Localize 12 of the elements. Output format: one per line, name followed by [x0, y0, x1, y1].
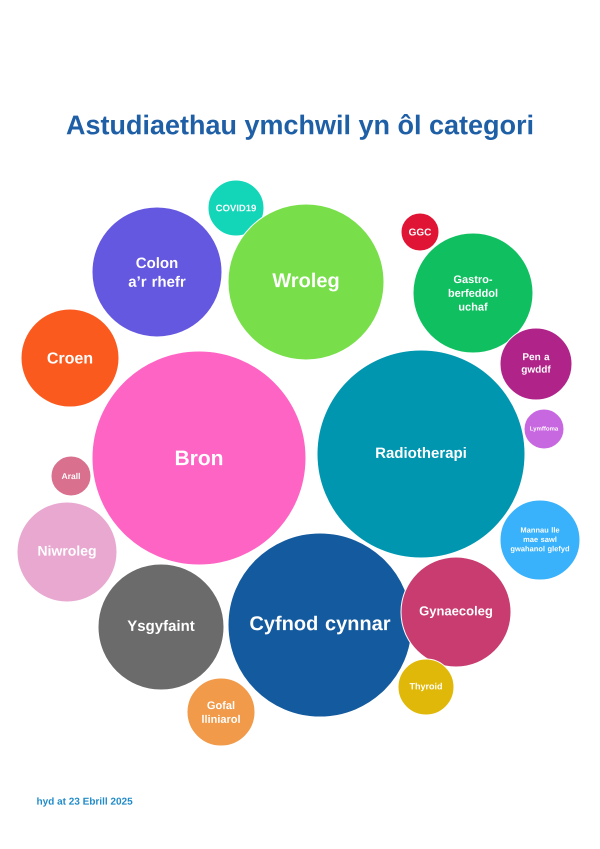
category-bubble: Ysgyfaint [98, 564, 224, 690]
category-bubble: Gynaecoleg [400, 556, 512, 668]
category-bubble: COVID19 [208, 180, 264, 236]
category-bubble: Thyroid [398, 658, 454, 716]
category-bubble: GGC [400, 212, 440, 252]
date-note: hyd at 23 Ebrill 2025 [37, 797, 132, 807]
category-bubble: Arall [50, 456, 92, 496]
category-bubble: Croen [20, 308, 120, 408]
category-bubble: Gofal lliniarol [186, 678, 256, 746]
category-bubble: Pen a gwddf [500, 328, 572, 400]
title: Astudiaethau ymchwil yn ôl categori [66, 114, 532, 140]
category-bubble: Niwroleg [16, 502, 118, 602]
